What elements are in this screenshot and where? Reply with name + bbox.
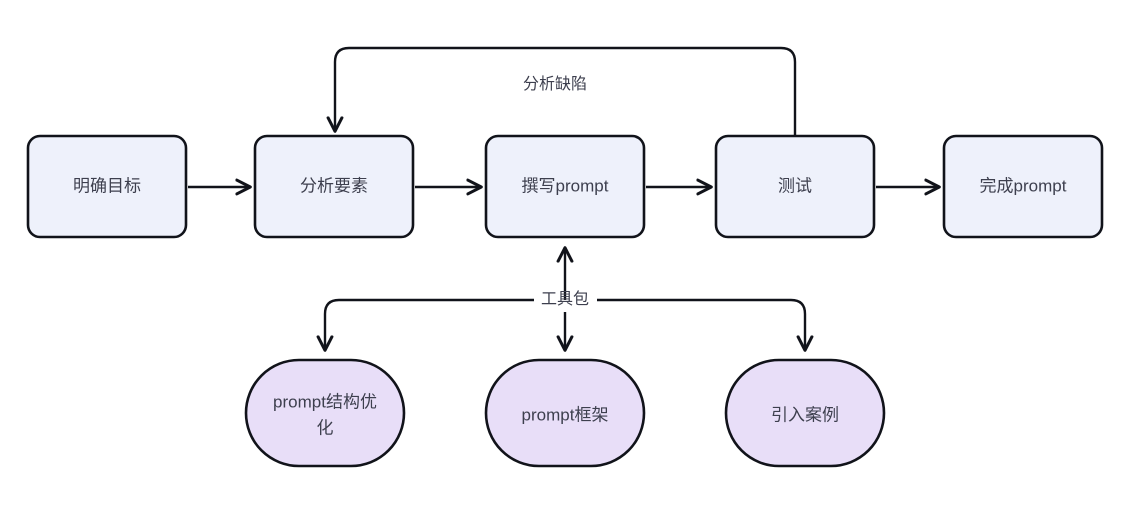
node-done-shape bbox=[942, 134, 1104, 239]
node-structure-label-line1: prompt结构优 bbox=[273, 392, 377, 411]
node-done[interactable]: 完成prompt bbox=[942, 134, 1104, 239]
node-goal-shape bbox=[26, 134, 188, 239]
node-framework-label: prompt框架 bbox=[522, 405, 609, 424]
edge-test-to-elements-feedback bbox=[335, 46, 797, 136]
node-framework[interactable]: prompt框架 bbox=[484, 358, 646, 468]
node-goal-label: 明确目标 bbox=[73, 176, 141, 195]
node-write-shape bbox=[484, 134, 646, 239]
node-structure-label-line2: 化 bbox=[317, 418, 334, 437]
node-elements[interactable]: 分析要素 bbox=[253, 134, 415, 239]
node-elements-label: 分析要素 bbox=[300, 176, 368, 195]
node-structure-shape bbox=[244, 358, 406, 468]
feedback-label-backdrop bbox=[497, 73, 613, 97]
edge-label-analyze-defects: 分析缺陷 bbox=[523, 75, 587, 93]
node-examples[interactable]: 引入案例 bbox=[724, 358, 886, 468]
node-done-label: 完成prompt bbox=[980, 176, 1067, 195]
edge-toolbox-to-examples bbox=[597, 298, 805, 349]
node-test[interactable]: 测试 bbox=[714, 134, 876, 239]
node-examples-label: 引入案例 bbox=[771, 405, 839, 424]
node-examples-shape bbox=[724, 358, 886, 468]
edge-toolbox-to-structure bbox=[325, 298, 534, 349]
node-elements-shape bbox=[253, 134, 415, 239]
node-structure[interactable]: prompt结构优 化 bbox=[244, 358, 406, 468]
node-write-label: 撰写prompt bbox=[522, 176, 609, 195]
edge-label-toolbox: 工具包 bbox=[541, 290, 589, 308]
node-framework-shape bbox=[484, 358, 646, 468]
node-goal[interactable]: 明确目标 bbox=[26, 134, 188, 239]
node-write[interactable]: 撰写prompt bbox=[484, 134, 646, 239]
node-test-label: 测试 bbox=[778, 176, 812, 195]
